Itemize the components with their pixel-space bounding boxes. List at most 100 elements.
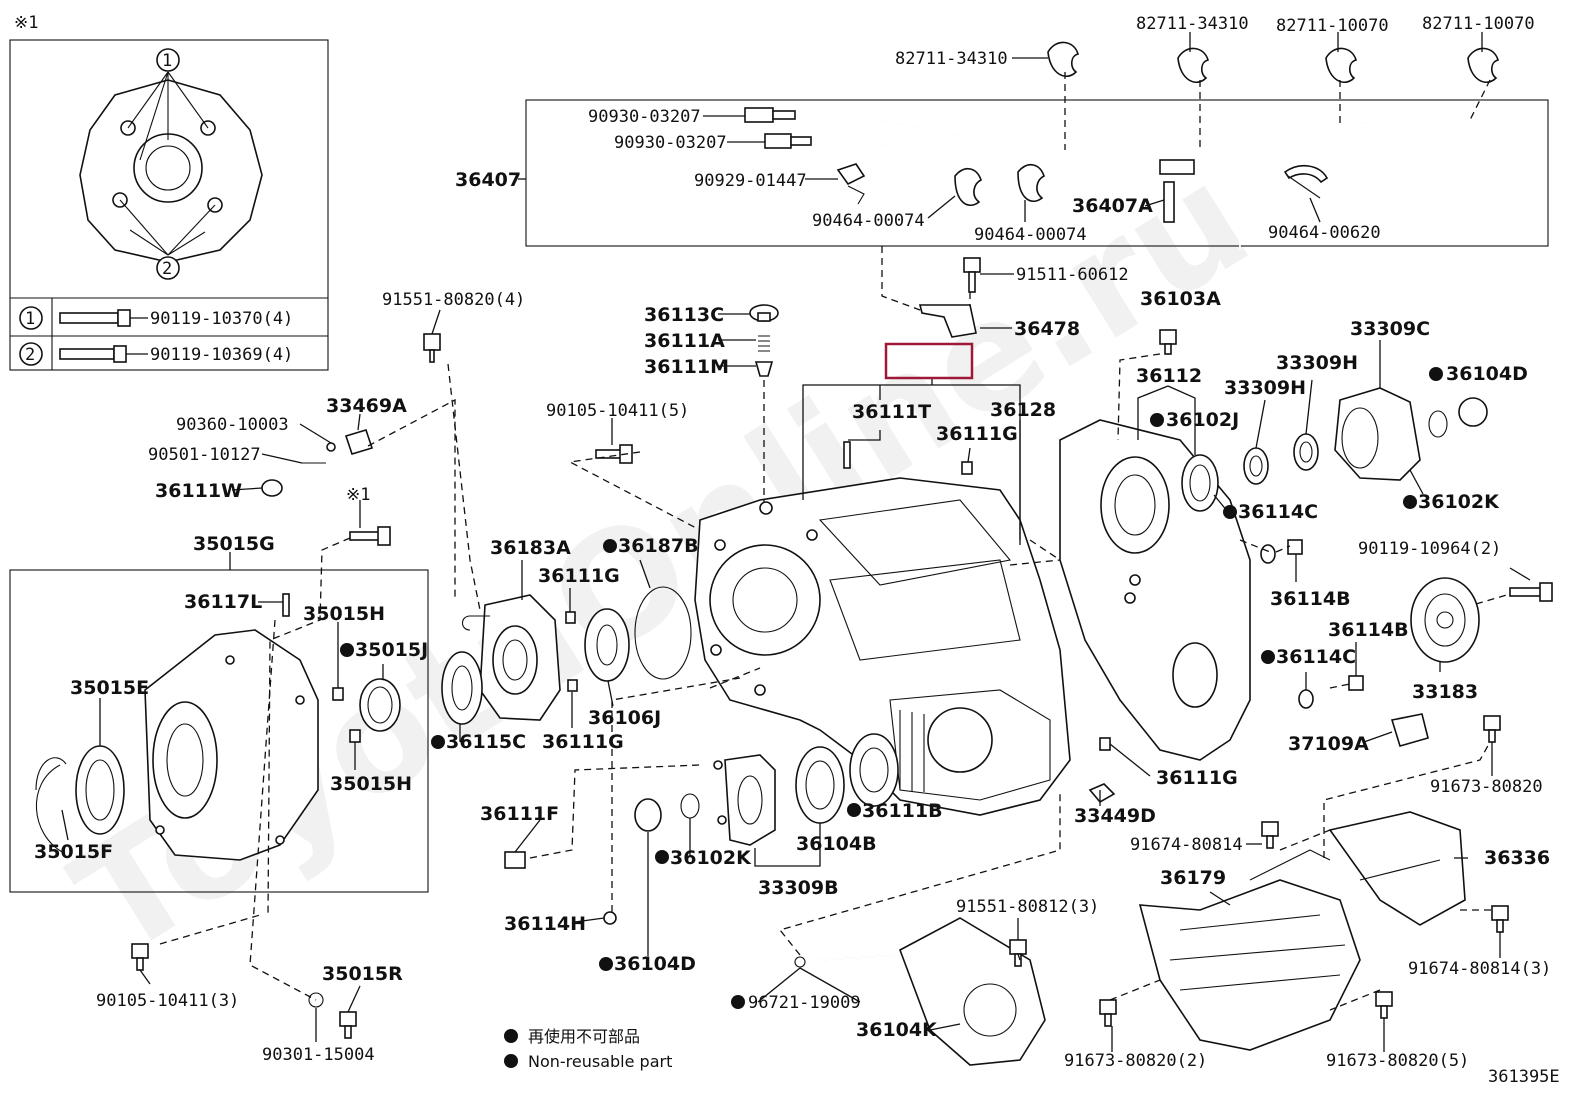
inset-callout-2: 2 xyxy=(156,256,180,280)
label-36104k: 36104K xyxy=(856,1019,938,1041)
pump-33183 xyxy=(1410,577,1480,663)
label-35015g: 35015G xyxy=(193,533,275,555)
inset-bolt-marker-1: 1 xyxy=(25,309,35,329)
nonreusable-dot xyxy=(1223,505,1237,519)
inset-bolt-part-2: 90119-10369(4) xyxy=(150,345,293,365)
label-82711-34310-b: 82711-34310 xyxy=(1136,14,1249,34)
breather-tubes xyxy=(811,113,1397,251)
label-91673-80820-5: 91673-80820(5) xyxy=(1326,1051,1469,1071)
label-35015h-a: 35015H xyxy=(303,603,385,625)
label-90119-10964-2: 90119-10964(2) xyxy=(1358,539,1501,559)
inset-case-illustration xyxy=(79,71,263,263)
label-90930-03207-a: 90930-03207 xyxy=(588,107,701,127)
nonreusable-dot xyxy=(1429,367,1443,381)
label-90105-10411-3: 90105-10411(3) xyxy=(96,991,239,1011)
label-91673-80820-2: 91673-80820(2) xyxy=(1064,1051,1207,1071)
label-37109a: 37109A xyxy=(1288,733,1369,755)
nonreusable-dot xyxy=(1150,413,1164,427)
label-35015j: 35015J xyxy=(355,639,428,661)
label-36407: 36407 xyxy=(455,169,521,191)
label-36103a: 36103A xyxy=(1140,288,1221,310)
label-96721-19009: 96721-19009 xyxy=(748,993,861,1013)
svg-text:2: 2 xyxy=(162,259,172,279)
label-36111g-d: 36111G xyxy=(1156,767,1238,789)
label-36407a: 36407A xyxy=(1072,195,1153,217)
inset-bolt-part-1: 90119-10370(4) xyxy=(150,309,293,329)
label-36111g-b: 36111G xyxy=(538,565,620,587)
label-36128: 36128 xyxy=(990,399,1056,421)
label-35015f: 35015F xyxy=(34,841,113,863)
label-36478: 36478 xyxy=(1014,318,1080,340)
gasket-33449d xyxy=(1088,783,1116,804)
front-retainer-36183a xyxy=(441,586,692,725)
label-90930-03207-b: 90930-03207 xyxy=(614,133,727,153)
nonreusable-dot xyxy=(847,803,861,817)
label-36114c-b: 36114C xyxy=(1276,646,1356,668)
label-36111t: 36111T xyxy=(852,401,931,423)
label-35015h-b: 35015H xyxy=(330,773,412,795)
label-91551-80820-4: 91551-80820(4) xyxy=(382,290,525,310)
label-36111w: 36111W xyxy=(155,480,242,502)
rear-output-33309c xyxy=(1181,387,1488,709)
bolts xyxy=(131,257,1553,1039)
label-91674-80814-a: 91674-80814 xyxy=(1130,835,1243,855)
label-36106j: 36106J xyxy=(588,707,661,729)
svg-text:1: 1 xyxy=(162,51,172,71)
label-82711-10070-a: 82711-10070 xyxy=(1276,16,1389,36)
label-36104d-b: 36104D xyxy=(614,953,696,975)
label-36111f: 36111F xyxy=(480,803,559,825)
label-33309c: 33309C xyxy=(1350,318,1430,340)
tube-assembly-box xyxy=(525,99,1549,247)
label-33309h-b: 33309H xyxy=(1224,377,1306,399)
label-star1: ※1 xyxy=(346,485,370,505)
label-36111m: 36111M xyxy=(644,356,729,378)
label-36111b: 36111B xyxy=(862,800,943,822)
nonreusable-dot xyxy=(1261,650,1275,664)
label-36114b-b: 36114B xyxy=(1328,619,1409,641)
label-91673-80820-a: 91673-80820 xyxy=(1430,777,1543,797)
label-36114b-a: 36114B xyxy=(1270,588,1351,610)
label-36115c: 36115C xyxy=(446,731,526,753)
label-82711-10070-b: 82711-10070 xyxy=(1422,14,1535,34)
label-36113c: 36113C xyxy=(644,304,724,326)
label-82711-34310-a: 82711-34310 xyxy=(895,49,1008,69)
bracket-37109a xyxy=(1390,713,1429,747)
legend-dot-en xyxy=(504,1054,518,1068)
skid-plate-36179 xyxy=(1138,849,1361,1051)
label-36102k-a: 36102K xyxy=(1418,491,1500,513)
label-33449d: 33449D xyxy=(1074,805,1156,827)
legend: 再使用不可部品 Non-reusable part xyxy=(504,1027,672,1071)
label-90360-10003: 90360-10003 xyxy=(176,415,289,435)
label-90301-15004: 90301-15004 xyxy=(262,1045,375,1065)
label-36111g-a: 36111G xyxy=(936,423,1018,445)
reference-code: 361395E xyxy=(1488,1067,1560,1087)
adapter-group-box xyxy=(9,569,429,893)
leader-lines xyxy=(61,32,1531,1052)
inset-bolt-row-1: 1 90119-10370(4) xyxy=(19,306,293,330)
tube-clips xyxy=(836,163,1329,207)
label-90929-01447: 90929-01447 xyxy=(694,171,807,191)
nonreusable-dot xyxy=(603,539,617,553)
transfer-case-housing-36103c xyxy=(694,477,1071,816)
nonreusable-dot xyxy=(599,957,613,971)
bracket-36336 xyxy=(1328,811,1466,926)
inset-bolt-row-2: 2 90119-10369(4) xyxy=(19,342,293,366)
nonreusable-dot xyxy=(1403,495,1417,509)
label-90105-10411-5: 90105-10411(5) xyxy=(546,401,689,421)
label-35015r: 35015R xyxy=(322,963,403,985)
nonreusable-dot xyxy=(431,735,445,749)
label-90464-00074-a: 90464-00074 xyxy=(812,211,925,231)
label-36111a: 36111A xyxy=(644,330,725,352)
label-36117l: 36117L xyxy=(184,591,262,613)
label-90464-00074-b: 90464-00074 xyxy=(974,225,1087,245)
label-33309h-a: 33309H xyxy=(1276,352,1358,374)
label-35015e: 35015E xyxy=(70,677,149,699)
label-91674-80814-3: 91674-80814(3) xyxy=(1408,959,1551,979)
label-33309b: 33309B xyxy=(758,877,839,899)
label-33183: 33183 xyxy=(1412,681,1478,703)
label-91551-80812-3: 91551-80812(3) xyxy=(956,897,1099,917)
label-36111g-c: 36111G xyxy=(542,731,624,753)
label-36114c-a: 36114C xyxy=(1238,501,1318,523)
hose-clamps-top xyxy=(1047,41,1499,83)
